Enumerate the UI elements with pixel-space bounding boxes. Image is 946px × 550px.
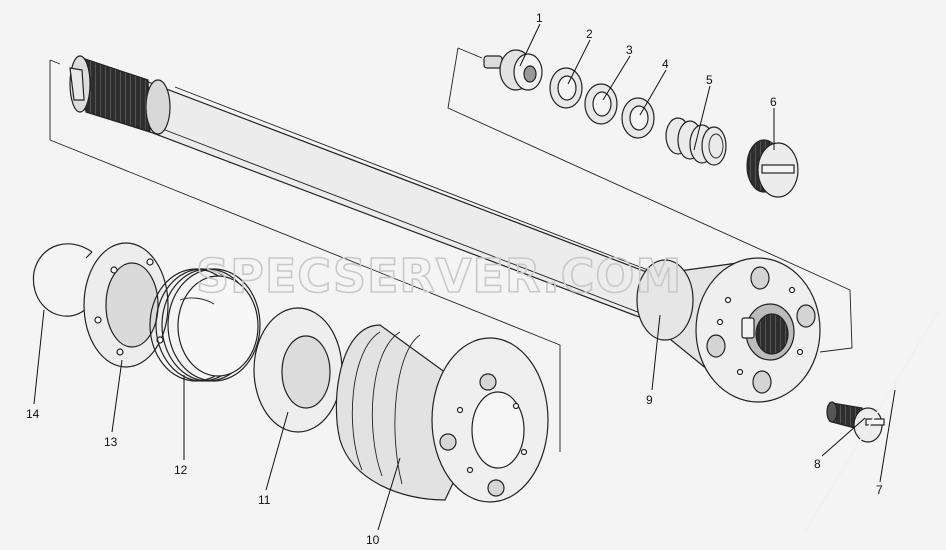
part-7-wire-rod bbox=[805, 311, 939, 531]
leader-lines bbox=[33, 23, 896, 531]
part-1-bushing bbox=[483, 49, 543, 91]
watermark-text: SPECSERVER.COM bbox=[196, 249, 682, 303]
assembly-frame-lines bbox=[49, 47, 853, 452]
callout-11: 11 bbox=[258, 493, 271, 507]
part-9-flange-hub bbox=[636, 257, 821, 403]
part-11-disc bbox=[253, 307, 343, 433]
part-12-coil-spring bbox=[149, 268, 261, 382]
callout-1: 1 bbox=[536, 11, 543, 25]
part-5-spring bbox=[665, 117, 727, 166]
callout-6: 6 bbox=[770, 95, 777, 109]
part-6-threaded-plug bbox=[746, 139, 799, 198]
part-13-flange-plate bbox=[83, 242, 169, 368]
callout-7: 7 bbox=[876, 483, 883, 497]
part-3-washer bbox=[584, 83, 618, 125]
callout-14: 14 bbox=[26, 407, 40, 421]
shaft bbox=[69, 55, 721, 341]
callout-13: 13 bbox=[104, 435, 118, 449]
shaft-threaded-end bbox=[69, 55, 171, 135]
callout-labels: 1 2 3 4 5 6 7 8 9 10 11 12 13 14 bbox=[26, 11, 883, 547]
callout-4: 4 bbox=[662, 57, 669, 71]
callout-12: 12 bbox=[174, 463, 188, 477]
callout-3: 3 bbox=[626, 43, 633, 57]
part-8-screw bbox=[826, 401, 885, 443]
part-4-washer bbox=[621, 97, 655, 139]
callout-10: 10 bbox=[366, 533, 380, 547]
callout-9: 9 bbox=[646, 393, 653, 407]
part-2-washer bbox=[549, 67, 583, 109]
callout-8: 8 bbox=[814, 457, 821, 471]
callout-5: 5 bbox=[706, 73, 713, 87]
callout-2: 2 bbox=[586, 27, 593, 41]
part-10-drum bbox=[335, 324, 549, 503]
